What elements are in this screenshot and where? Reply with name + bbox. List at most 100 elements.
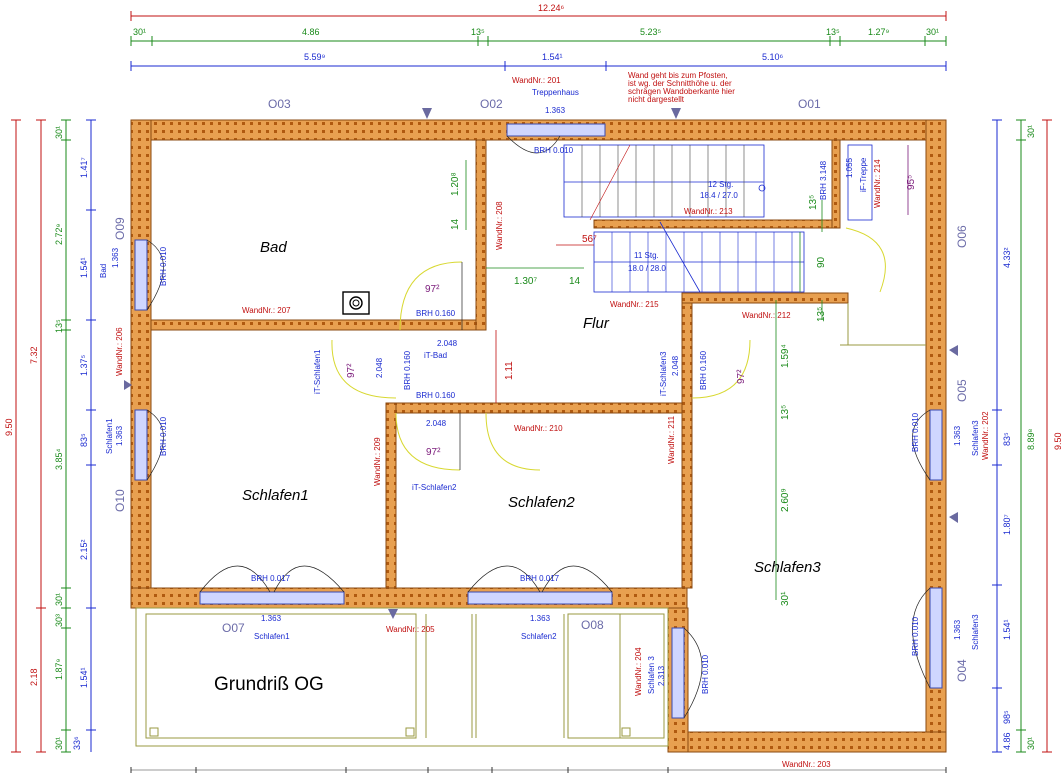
wall-211: WandNr.: 211 bbox=[667, 415, 676, 464]
dim-top-r2-c: 13⁵ bbox=[471, 27, 485, 37]
door-swings bbox=[331, 227, 886, 471]
dim-top-r3-b: 1.54¹ bbox=[542, 52, 563, 62]
axis-o01: O01 bbox=[798, 97, 821, 111]
dim-111: 1.11 bbox=[504, 361, 515, 380]
left-dimensions: 9.50 7.32 2.18 30¹ 2.72⁹ 13⁵ 3.85⁴ 30¹ 3… bbox=[4, 119, 96, 753]
dim-left-g9: 33⁶ bbox=[72, 736, 82, 750]
top-dimensions: 12.24⁶ 30¹ 4.86 13⁵ 5.23⁵ 13⁵ 1.27⁹ 30¹ … bbox=[130, 3, 947, 71]
staircase bbox=[563, 144, 873, 293]
dim-top-total: 12.24⁶ bbox=[538, 3, 565, 13]
opening-brh010-bad: BRH 0.010 bbox=[159, 246, 168, 286]
stairs-upper-2: 18.4 / 27.0 bbox=[700, 191, 738, 200]
wand-note-2: ist wg. der Schnitthöhe u. der bbox=[628, 79, 732, 88]
dim-right-b4: 1.54¹ bbox=[1002, 619, 1012, 640]
dim-top-r3-c: 5.10⁶ bbox=[762, 52, 784, 62]
wall-210: WandNr.: 210 bbox=[514, 424, 563, 433]
plan-title: Grundriß OG bbox=[214, 674, 324, 695]
door-width-s1: 97² bbox=[346, 363, 357, 378]
dim-right-g1: 30¹ bbox=[1026, 125, 1036, 138]
note-schlafen1-b: Schlafen1 bbox=[254, 632, 290, 641]
dim-right-b1: 4.33² bbox=[1002, 247, 1012, 268]
opening-1363-top: 1.363 bbox=[545, 106, 566, 115]
wall-208: WandNr.: 208 bbox=[495, 201, 504, 250]
opening-brh160-s1: BRH 0.160 bbox=[416, 391, 456, 400]
dim-120: 1.20⁸ bbox=[450, 172, 461, 196]
chimney bbox=[342, 291, 370, 315]
right-dimensions: 9.50 30¹ 8.89⁸ 30¹ 4.33² 83⁵ 1.80⁷ 1.54¹… bbox=[992, 119, 1063, 753]
dim-top-r2-e: 13⁵ bbox=[826, 27, 840, 37]
wall-209: WandNr.: 209 bbox=[373, 437, 382, 486]
wall-205: WandNr.: 205 bbox=[386, 625, 435, 634]
dim-left-b4: 83⁵ bbox=[79, 433, 89, 447]
dim-left-b2: 1.54¹ bbox=[79, 257, 89, 278]
axis-o03: O03 bbox=[268, 97, 291, 111]
interior-dim-lines bbox=[465, 160, 823, 600]
wall-213: WandNr.: 213 bbox=[684, 207, 733, 216]
dim-159: 1.59⁴ bbox=[780, 344, 791, 368]
wall-207: WandNr.: 207 bbox=[242, 306, 291, 315]
text-layer: Grundriß OG Bad Flur Schlafen1 Schlafen2… bbox=[99, 71, 990, 769]
axis-o08: O08 bbox=[581, 618, 604, 632]
wall-204: WandNr.: 204 bbox=[634, 647, 643, 696]
windows bbox=[134, 123, 943, 719]
opening-1363-bad: 1.363 bbox=[111, 247, 120, 268]
stairs-upper-1: 12 Stg. bbox=[708, 180, 733, 189]
opening-brh0000-s3: BRH 0.010 bbox=[701, 654, 710, 694]
axis-o07: O07 bbox=[222, 621, 245, 635]
opening-2313: 2.313 bbox=[657, 665, 666, 686]
dim-right-b2: 83⁵ bbox=[1002, 432, 1012, 446]
wand-note-1: Wand geht bis zum Pfosten, bbox=[628, 71, 728, 80]
axis-o06: O06 bbox=[955, 225, 969, 248]
axis-markers bbox=[124, 108, 958, 619]
wand-note-4: nicht dargestellt bbox=[628, 95, 685, 104]
dim-top-r2-d: 5.23⁵ bbox=[640, 27, 662, 37]
wall-201: WandNr.: 201 bbox=[512, 76, 561, 85]
dim-left-b5: 2.15² bbox=[79, 539, 89, 560]
dim-left-b1: 1.41⁷ bbox=[79, 157, 89, 178]
room-schlafen3: Schlafen3 bbox=[754, 559, 821, 576]
opening-2048-s3: 2.048 bbox=[671, 355, 680, 376]
note-it-bad: iT-Bad bbox=[424, 351, 447, 360]
door-width-s3: 97² bbox=[736, 369, 747, 384]
wand-note-3: schrägen Wandoberkante hier bbox=[628, 87, 735, 96]
dim-top-r2-g: 30¹ bbox=[926, 27, 939, 37]
dim-left-part-a: 7.32 bbox=[29, 346, 39, 364]
dim-130: 1.30⁷ bbox=[514, 276, 537, 287]
opening-2048-s1: 2.048 bbox=[375, 357, 384, 378]
opening-brh160-bad: BRH 0.160 bbox=[416, 309, 456, 318]
wall-203: WandNr.: 203 bbox=[782, 760, 831, 769]
opening-1055: 1.055 bbox=[845, 157, 854, 178]
opening-brh017-s2: BRH 0.017 bbox=[520, 574, 560, 583]
dim-right-g3: 30¹ bbox=[1026, 737, 1036, 750]
axis-o05: O05 bbox=[955, 379, 969, 402]
dim-135c: 13⁵ bbox=[780, 405, 791, 420]
dim-135b: 13⁵ bbox=[816, 307, 827, 322]
note-if-treppe: iF-Treppe bbox=[859, 157, 868, 192]
dim-left-g2: 2.72⁹ bbox=[54, 223, 64, 245]
dim-left-g1: 30¹ bbox=[54, 126, 64, 139]
opening-brh010-top: BRH 0.010 bbox=[534, 146, 574, 155]
opening-brh017-s1: BRH 0.017 bbox=[251, 574, 291, 583]
note-it-schlafen3: iT-Schlafen3 bbox=[659, 351, 668, 396]
lower-outline bbox=[135, 303, 926, 747]
wall-206: WandNr.: 206 bbox=[115, 327, 124, 376]
wall-214: WandNr.: 214 bbox=[873, 159, 882, 208]
dim-top-r3-a: 5.59⁹ bbox=[304, 52, 326, 62]
wall-215: WandNr.: 215 bbox=[610, 300, 659, 309]
dim-left-total: 9.50 bbox=[4, 418, 14, 436]
dim-90: 90 bbox=[816, 256, 827, 268]
note-schlafen3-window-b: Schlafen3 bbox=[971, 614, 980, 650]
wall-212: WandNr.: 212 bbox=[742, 311, 791, 320]
dim-top-r2-a: 30¹ bbox=[133, 27, 146, 37]
note-schlafen2-window: Schlafen2 bbox=[521, 632, 557, 641]
opening-2048-bad: 2.048 bbox=[437, 339, 458, 348]
dim-left-part-b: 2.18 bbox=[29, 668, 39, 686]
dim-left-g7: 1.87⁹ bbox=[54, 658, 64, 680]
opening-1363-s1: 1.363 bbox=[115, 425, 124, 446]
dim-135a: 13⁵ bbox=[808, 195, 819, 210]
note-schlafen3-window-a: Schlafen3 bbox=[971, 420, 980, 456]
door-width-bad: 97² bbox=[425, 284, 440, 295]
wall-202: WandNr.: 202 bbox=[981, 411, 990, 460]
room-schlafen1: Schlafen1 bbox=[242, 487, 309, 504]
